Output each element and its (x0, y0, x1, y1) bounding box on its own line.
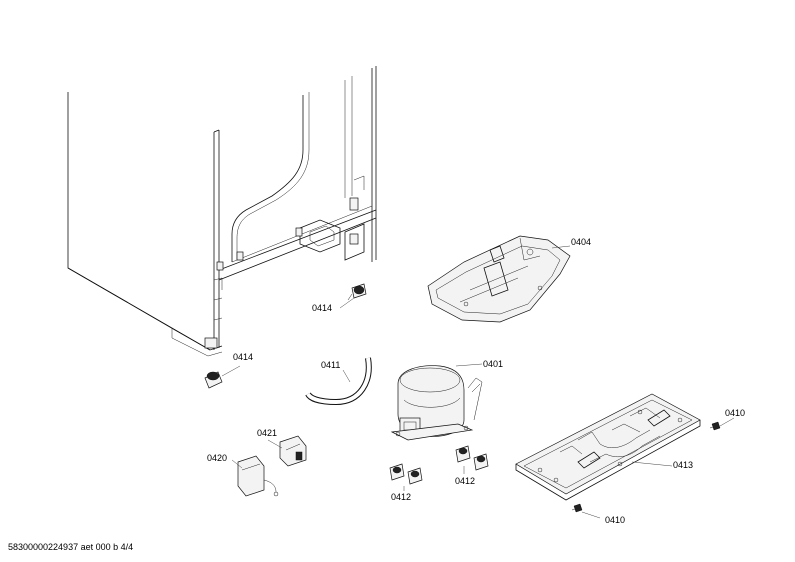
callout-0404: 0404 (571, 237, 591, 247)
callout-0410-right: 0410 (725, 408, 745, 418)
grommets-left (389, 463, 423, 491)
starter (231, 455, 279, 497)
relay (267, 435, 307, 467)
foot-upper (339, 283, 367, 309)
callout-0411: 0411 (321, 360, 340, 370)
callout-0413: 0413 (673, 460, 693, 470)
cabinet-outline (67, 66, 377, 357)
screw-bottom (571, 503, 601, 519)
callout-0401: 0401 (483, 359, 503, 369)
foot-lower (204, 365, 241, 389)
callout-0412-right: 0412 (455, 476, 475, 486)
callout-0414-lower: 0414 (233, 352, 253, 362)
compressor-tray (427, 235, 571, 323)
screw-right (709, 417, 735, 431)
grommets-right (455, 445, 489, 474)
callout-0410-bottom: 0410 (605, 515, 625, 525)
compressor (390, 363, 483, 441)
callout-0412-left: 0412 (391, 492, 411, 502)
document-footer: 58300000224937 aet 000 b 4/4 (8, 542, 134, 552)
callout-0414-upper: 0414 (312, 303, 332, 313)
base-plate (515, 393, 701, 501)
callout-0421: 0421 (257, 428, 277, 438)
callout-0420: 0420 (207, 453, 227, 463)
drain-tube (305, 357, 372, 406)
